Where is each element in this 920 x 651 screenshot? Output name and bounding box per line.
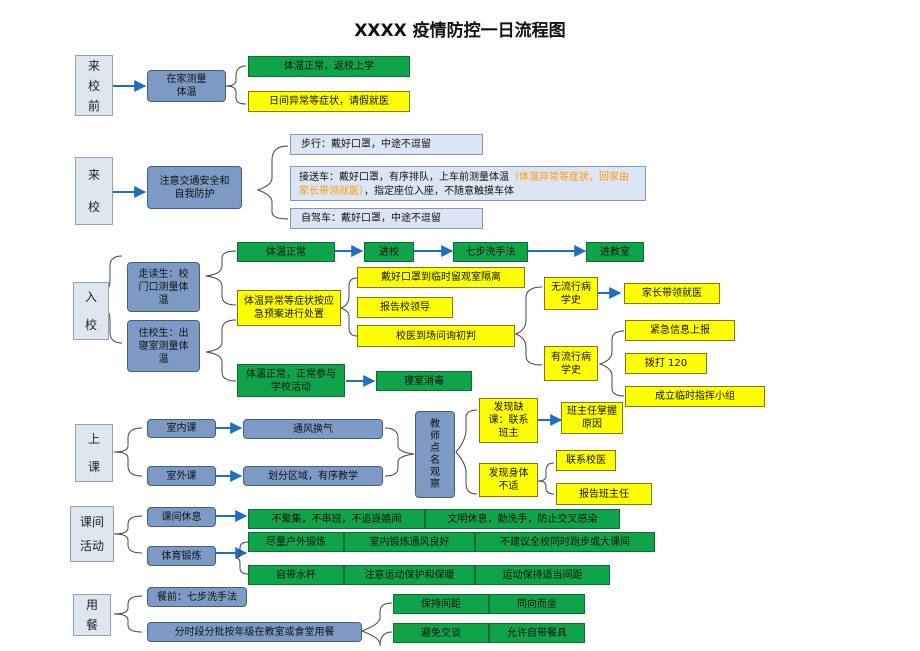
section-class-char: 课 (87, 460, 100, 474)
head-teacher-node: 班主任掌握原因 (561, 402, 623, 434)
section-meal: 用 餐 (73, 594, 111, 636)
dorm-disinfect-node: 寝室消毒 (376, 371, 472, 391)
arrow-group (113, 80, 622, 559)
teacher-roll-char: 名 (430, 454, 440, 466)
no-talking-node: 避免交谈 (393, 623, 489, 643)
zoned-teaching-node: 划分区域，有序教学 (243, 466, 383, 486)
wash-hands-node: 七步洗手法 (453, 242, 528, 262)
own-cup-node: 自带水杯 (248, 565, 344, 585)
contact-doctor-node: 联系校医 (556, 450, 616, 471)
exercise-node: 体育锻炼 (147, 546, 216, 566)
command-group-node: 成立临时指挥小组 (625, 386, 765, 407)
section-break: 课间 活动 (70, 506, 114, 562)
enter-school-node: 进校 (364, 242, 414, 262)
outdoor-exercise-node: 尽量户外锻炼 (248, 532, 344, 552)
no-history-node: 无流行病学史 (544, 277, 598, 310)
section-entry-char: 校 (84, 318, 97, 332)
meal-batches-node: 分时段分批按年级在教室或食堂用餐 (147, 622, 362, 642)
section-arrival-char: 校 (87, 78, 100, 93)
outdoor-class-node: 室外课 (147, 466, 216, 486)
abnormal-leave-node: 日间异常等症状，请假就医 (248, 91, 410, 112)
self-drive-node: 自驾车：戴好口罩，中途不逗留 (290, 208, 483, 229)
report-leader-node: 报告校领导 (357, 297, 453, 318)
call-120-node: 拨打 120 (625, 353, 707, 374)
section-meal-char: 用 (85, 598, 98, 612)
teacher-roll-char: 观 (430, 466, 440, 478)
break-rest-node: 课间休息 (147, 507, 216, 527)
traffic-safety-node: 注意交通安全和自我防护 (147, 166, 242, 209)
isolation-node: 戴好口罩到临时留观室隔离 (357, 267, 525, 288)
has-history-node: 有流行病学史 (544, 346, 598, 381)
indoor-exercise-node: 室内锻炼通风良好 (344, 532, 475, 552)
teacher-roll-char: 师 (430, 430, 440, 442)
shuttle-node: 接送车：戴好口罩，有序排队，上车前测量体温（体温异常等症状，回家由家长带领就医）… (290, 166, 646, 201)
no-gathering-node: 不聚集，不串班，不追逐嬉闹 (248, 509, 425, 529)
section-arrival-char: 前 (87, 98, 100, 113)
emergency-plan-node: 体温异常等症状按应急预案进行处置 (237, 290, 341, 326)
day-student-node: 走读生：校门口测量体温 (127, 262, 200, 312)
home-temp-check-node: 在家测量体温 (147, 70, 226, 102)
teacher-roll-char: 教 (430, 418, 440, 430)
page-title: XXXX 疫情防控一日流程图 (354, 21, 566, 41)
section-break-line: 课间 (79, 515, 104, 529)
doctor-check-node: 校医到场问询初判 (357, 325, 515, 347)
ventilation-node: 通风换气 (243, 419, 383, 439)
civilized-rest-node: 文明休息，勤洗手，防止交叉感染 (425, 509, 620, 529)
section-class-char: 上 (87, 432, 100, 446)
teacher-roll-char: 察 (430, 478, 440, 490)
enter-class-node: 进教室 (586, 242, 644, 262)
brace-group (97, 65, 625, 647)
teacher-roll-node: 教 师 点 名 观 察 (415, 411, 455, 498)
section-commute-char: 校 (87, 200, 100, 214)
boarder-normal-node: 体温正常，正常参与学校活动 (237, 364, 345, 397)
walk-node: 步行：戴好口罩，中途不逗留 (290, 134, 483, 155)
no-running-node: 不建议全校同时跑步或大课间 (475, 532, 655, 552)
normal-temp-node: 体温正常，返校上学 (248, 56, 410, 77)
section-entry: 入 校 (73, 282, 109, 340)
indoor-class-node: 室内课 (147, 419, 216, 438)
section-arrival-char: 来 (87, 58, 100, 73)
section-arrival: 来 校 前 (75, 55, 113, 116)
shuttle-text: 接送车：戴好口罩，有序排队，上车前测量体温 (299, 172, 509, 183)
shuttle-note: （体温异常等症状，回家由家长带领就医） (299, 172, 629, 197)
section-commute: 来 校 (75, 157, 113, 225)
section-break-line: 活动 (79, 539, 104, 553)
meal-hand-wash-node: 餐前：七步洗手法 (147, 587, 247, 607)
exercise-distance-node: 运动保持适当间距 (475, 565, 610, 585)
own-tableware-node: 允许自带餐具 (489, 623, 585, 643)
teacher-roll-char: 点 (430, 442, 440, 454)
report-head-node: 报告班主任 (556, 483, 652, 505)
keep-warm-node: 注意运动保护和保暖 (344, 565, 475, 585)
section-entry-char: 入 (84, 290, 97, 304)
keep-distance-node: 保持间距 (393, 594, 489, 614)
absence-node: 发现缺课：联系班主 (479, 398, 538, 443)
section-class: 上 课 (75, 424, 113, 482)
urgent-report-node: 紧急信息上报 (625, 320, 735, 341)
shuttle-text-end: ，指定座位入座，不随意触摸车体 (364, 186, 514, 197)
same-direction-node: 同向而坐 (489, 594, 585, 614)
section-commute-char: 来 (87, 168, 100, 182)
section-meal-char: 餐 (85, 618, 98, 632)
entry-temp-normal-node: 体温正常 (237, 242, 335, 262)
parent-take-node: 家长带领就医 (624, 283, 720, 304)
boarder-node: 住校生：出寝室测量体温 (127, 320, 200, 372)
unwell-node: 发现身体不适 (479, 463, 538, 497)
